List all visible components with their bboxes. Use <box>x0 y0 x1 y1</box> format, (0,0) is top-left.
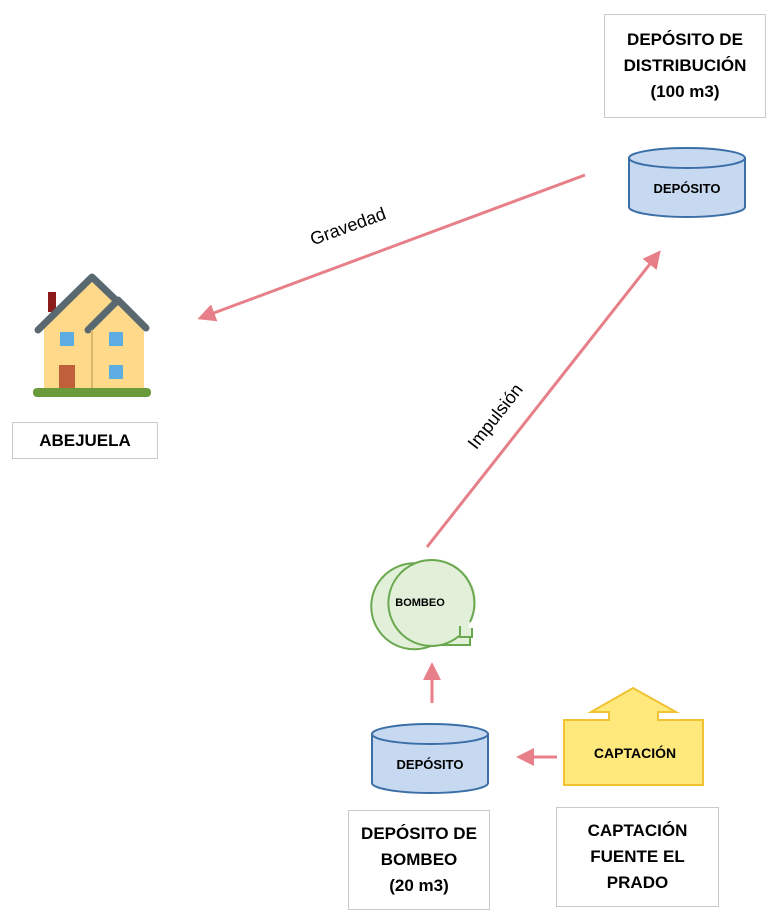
distribution-tank-label: DEPÓSITO <box>654 181 721 196</box>
distribution-tank-icon <box>628 147 746 218</box>
gravity-arrow <box>197 173 586 322</box>
pumping-tank-icon <box>371 723 489 794</box>
distribution-tank-box-line-3: (100 m3) <box>650 82 720 101</box>
distribution-tank-box-line-2: DISTRIBUCIÓN <box>623 56 747 75</box>
distribution-tank-box: DEPÓSITO DE DISTRIBUCIÓN (100 m3) <box>604 14 766 118</box>
pump-label: BOMBEO <box>395 597 445 609</box>
impulsion-arrow <box>425 250 661 548</box>
pumping-tank-box-line-3: (20 m3) <box>389 876 449 895</box>
abejuela-box-line-1: ABEJUELA <box>39 430 131 450</box>
impulsion-label: Impulsión <box>464 380 527 453</box>
pumping-tank-box-line-2: BOMBEO <box>380 850 458 869</box>
intake-source-box-line-2: FUENTE EL <box>590 847 685 866</box>
intake-source-box: CAPTACIÓN FUENTE EL PRADO <box>556 807 719 907</box>
intake-label: CAPTACIÓN <box>594 744 676 761</box>
pumping-tank-box: DEPÓSITO DE BOMBEO (20 m3) <box>348 810 490 910</box>
house-icon <box>33 273 151 397</box>
intake-source-box-line-1: CAPTACIÓN <box>587 821 688 840</box>
intake-icon <box>563 686 704 786</box>
intake-source-box-line-3: PRADO <box>606 873 669 892</box>
pumping-tank-box-line-1: DEPÓSITO DE <box>361 824 477 843</box>
distribution-tank-box-line-1: DEPÓSITO DE <box>627 30 743 49</box>
pump-icon <box>370 559 476 651</box>
abejuela-box: ABEJUELA <box>12 422 158 459</box>
gravity-label: Gravedad <box>307 203 388 249</box>
pumping-tank-label: DEPÓSITO <box>397 757 464 772</box>
